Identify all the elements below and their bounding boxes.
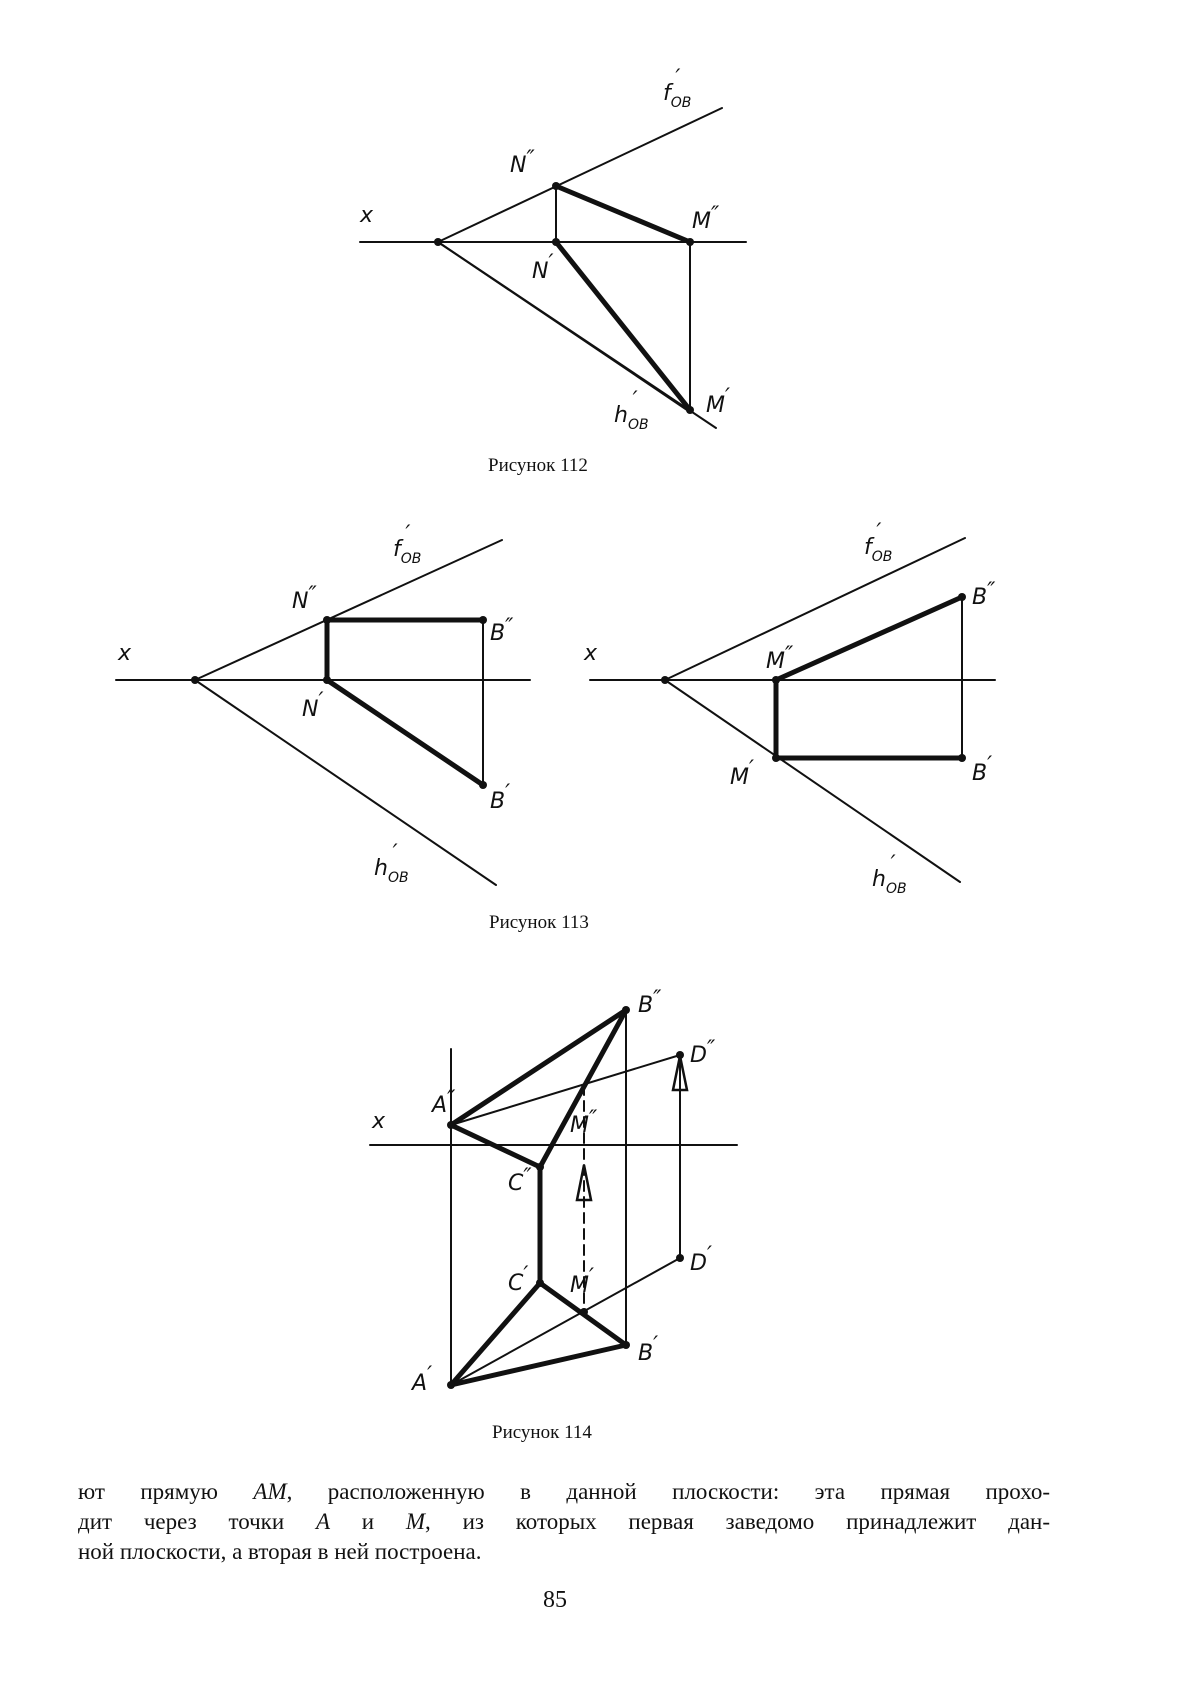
figure-113-caption: Рисунок 113 xyxy=(489,912,589,933)
label-m2: M″ xyxy=(692,203,720,234)
point-b1 xyxy=(622,1341,630,1349)
label-m2: M″ xyxy=(570,1107,598,1138)
segment-a2-b2 xyxy=(448,1007,629,1128)
label-c2: C″ xyxy=(508,1165,532,1196)
point-n2 xyxy=(552,182,560,190)
label-m1: M′ xyxy=(570,1265,594,1298)
arrow-m-icon xyxy=(575,1164,593,1202)
horizontal-trace-line xyxy=(194,679,497,886)
line-a2-d2 xyxy=(450,1054,681,1126)
label-b2: B″ xyxy=(638,987,662,1018)
label-b2: B″ xyxy=(490,615,514,646)
body-paragraph: ют прямую AM, расположенную в данной пло… xyxy=(78,1477,1050,1567)
text-line-1: ют прямую AM, расположенную в данной пло… xyxy=(78,1479,1050,1504)
frontal-trace-line xyxy=(194,539,503,681)
label-b1: B′ xyxy=(638,1333,658,1366)
page-number: 85 xyxy=(543,1587,567,1613)
label-h: hOB′ xyxy=(374,841,409,886)
point-m2 xyxy=(772,676,780,684)
label-f: fOB′ xyxy=(393,522,421,567)
point-n1 xyxy=(323,676,331,684)
point-m2 xyxy=(686,238,694,246)
figure-112: x fOB′ N″ N′ M″ M′ hOB′ xyxy=(359,66,747,433)
figure-113-right: x fOB′ M″ M′ B″ B′ hOB′ xyxy=(583,520,996,897)
line-a1-d1 xyxy=(450,1257,681,1386)
label-a1: A′ xyxy=(410,1363,432,1396)
point-m1 xyxy=(772,754,780,762)
label-a2: A″ xyxy=(430,1087,456,1118)
segment-a2-c2 xyxy=(448,1122,543,1170)
point-a2 xyxy=(447,1121,455,1129)
segment-a1-b1 xyxy=(448,1342,629,1388)
text-line-3: ной плоскости, а вторая в ней построена. xyxy=(78,1539,482,1564)
point-b2 xyxy=(622,1006,630,1014)
label-m2: M″ xyxy=(766,643,794,674)
label-b2: B″ xyxy=(972,579,996,610)
point-d2 xyxy=(676,1051,684,1059)
text-line-2: дит через точки A и M, из которых первая… xyxy=(78,1509,1050,1534)
label-b1: B′ xyxy=(490,781,510,814)
vanishing-point xyxy=(661,676,669,684)
figure-114-caption: Рисунок 114 xyxy=(492,1422,592,1443)
point-a1 xyxy=(447,1381,455,1389)
frontal-trace-line xyxy=(664,537,966,681)
label-x: x xyxy=(583,641,598,666)
label-d1: D′ xyxy=(690,1243,712,1276)
label-m1: M′ xyxy=(706,385,730,418)
point-b1 xyxy=(958,754,966,762)
figure-113-left: x fOB′ N″ N′ B″ B′ hOB′ xyxy=(115,522,531,886)
point-b2 xyxy=(479,616,487,624)
vanishing-point xyxy=(434,238,442,246)
label-b1: B′ xyxy=(972,753,992,786)
vanishing-point xyxy=(191,676,199,684)
segment-m2-b2 xyxy=(773,594,965,683)
horizontal-trace-line xyxy=(664,679,961,883)
point-b2 xyxy=(958,593,966,601)
segment-n1-m1 xyxy=(553,239,693,413)
point-d1 xyxy=(676,1254,684,1262)
label-n1: N′ xyxy=(302,689,323,722)
horizontal-projection-line xyxy=(437,241,688,411)
label-x: x xyxy=(359,203,374,228)
point-m1 xyxy=(580,1308,588,1316)
label-c1: C′ xyxy=(508,1263,528,1296)
figure-112-caption: Рисунок 112 xyxy=(488,455,588,476)
point-n1 xyxy=(552,238,560,246)
label-m1: M′ xyxy=(730,757,754,790)
segment-n2-m2 xyxy=(553,183,693,245)
point-n2 xyxy=(323,616,331,624)
label-n1: N′ xyxy=(532,251,553,284)
frontal-trace-line xyxy=(437,107,723,243)
label-h: hOB′ xyxy=(872,852,907,897)
point-b1 xyxy=(479,781,487,789)
label-n2: N″ xyxy=(292,583,317,614)
arrow-d-icon xyxy=(671,1055,689,1092)
label-f: fOB′ xyxy=(663,66,691,111)
segment-a1-c1 xyxy=(448,1280,543,1388)
point-c1 xyxy=(536,1279,544,1287)
point-m1 xyxy=(686,406,694,414)
label-f: fOB′ xyxy=(864,520,892,565)
point-c2 xyxy=(536,1163,544,1171)
label-x: x xyxy=(117,641,132,666)
label-x: x xyxy=(371,1109,386,1134)
label-h: hOB′ xyxy=(614,388,649,433)
segment-n1-b1 xyxy=(324,677,486,788)
label-d2: D″ xyxy=(690,1037,716,1068)
label-n2: N″ xyxy=(510,147,535,178)
figure-114: x A″ B″ C″ D″ M″ A′ B′ C′ D′ M′ xyxy=(369,987,738,1396)
